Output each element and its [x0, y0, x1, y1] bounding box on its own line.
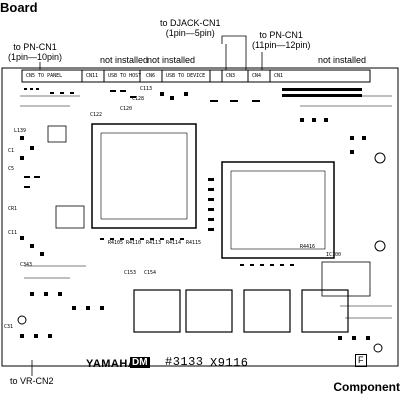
ic-small-right: [321, 261, 371, 297]
ref-label: R4114: [166, 240, 182, 246]
conn-label-cn3: CN3: [226, 73, 236, 79]
conn-label-cn4: CN4: [252, 73, 262, 79]
ref-label: R4110: [126, 240, 142, 246]
module-4: [301, 289, 349, 333]
ref-label: C11: [8, 230, 18, 236]
ref-label: IC100: [326, 252, 342, 258]
ref-label: C128: [132, 96, 145, 102]
annotation-pn-cn1-left: to PN-CN1 (1pin—10pin): [8, 42, 62, 62]
component-dots: [20, 88, 370, 340]
conn-label-usb-device: USB TO DEVICE: [166, 73, 206, 79]
conn-label-cn1: CN1: [274, 73, 284, 79]
ref-label: R4113: [146, 240, 162, 246]
ref-label: C5: [8, 166, 15, 172]
pcb-board: [1, 67, 399, 367]
annotation-djack: to DJACK-CN1 (1pin—5pin): [160, 18, 221, 38]
ref-label: C113: [140, 86, 153, 92]
model-number: #3133: [165, 355, 204, 369]
annotation-not-installed-3: not installed: [318, 55, 367, 65]
ref-label: R4416: [300, 244, 316, 250]
ref-label: CR1: [8, 206, 18, 212]
annotation-pn-cn1-right: to PN-CN1 (11pin—12pin): [252, 30, 310, 50]
ref-label: C122: [90, 112, 103, 118]
ref-label: C1: [8, 148, 15, 154]
annotation-vr-cn2: to VR-CN2: [10, 376, 54, 386]
revision-box: F: [355, 354, 367, 367]
ref-label: R4115: [186, 240, 202, 246]
annotation-djack-line2: (1pin—5pin): [165, 28, 215, 38]
ref-label: R4105: [108, 240, 124, 246]
annotation-pn-cn1-right-line1: to PN-CN1: [259, 30, 303, 40]
ref-label: C154: [144, 270, 157, 276]
model-code: X9116: [210, 356, 249, 370]
annotation-not-installed-2: not installed: [147, 55, 196, 65]
footer-title: Component: [333, 380, 400, 394]
annotation-pn-cn1-right-line2: (11pin—12pin): [252, 40, 311, 50]
annotation-pn-cn1-left-line2: (1pin—10pin): [8, 52, 63, 62]
module-2: [185, 289, 233, 333]
annotation-djack-line1: to DJACK-CN1: [160, 18, 221, 28]
annotation-pn-cn1-left-line1: to PN-CN1: [13, 42, 57, 52]
conn-label-cn11: CN11: [86, 73, 99, 79]
conn-label-cn5: CN5 TO PANEL: [26, 73, 63, 79]
board-outline: [1, 67, 399, 367]
module-3: [243, 289, 291, 333]
brand-logo: YAMAHA: [86, 358, 137, 370]
ref-label: C153: [124, 270, 137, 276]
ic-small-left: [55, 205, 85, 229]
conn-label-usb-host: USB TO HOST: [108, 73, 142, 79]
model-badge: DM: [130, 357, 150, 368]
conn-label-cn6: CN6: [146, 73, 156, 79]
annotation-not-installed-1: not installed: [100, 55, 149, 65]
ic-main-left: [91, 123, 197, 229]
module-1: [133, 289, 181, 333]
connector-strip: [21, 69, 371, 83]
ref-label: C31: [4, 324, 14, 330]
ic-main-right: [221, 161, 335, 259]
djack-bracket: [221, 35, 247, 44]
ref-label: L139: [14, 128, 27, 134]
ref-label: C120: [120, 106, 133, 112]
ref-label: C343: [20, 262, 33, 268]
page-title: Board: [0, 0, 38, 15]
